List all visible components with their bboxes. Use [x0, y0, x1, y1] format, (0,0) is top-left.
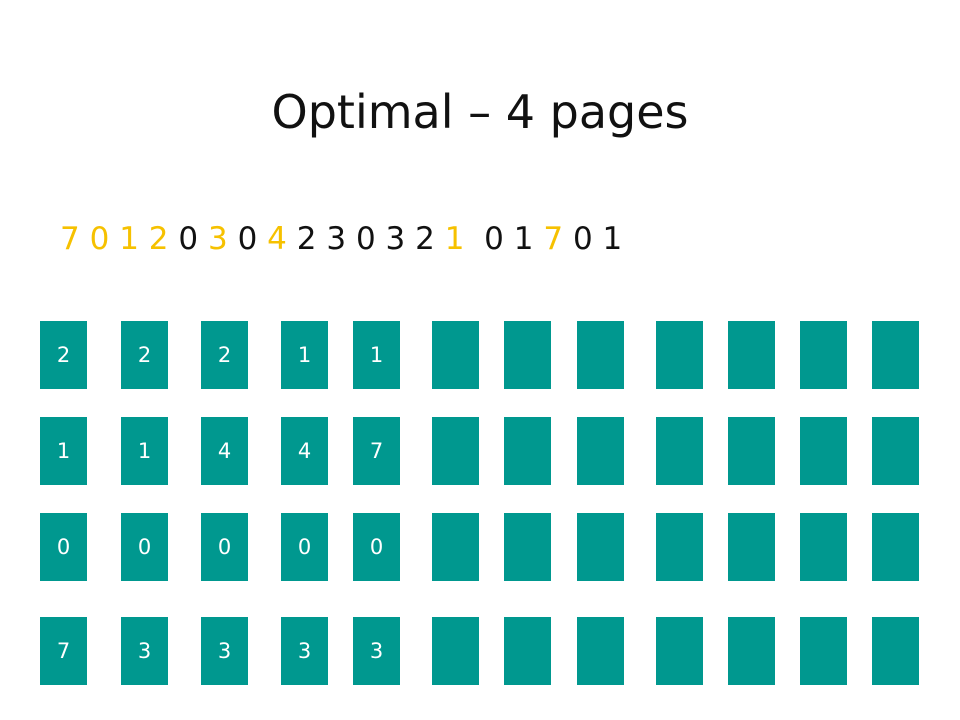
- memory-frame-cell: [800, 417, 847, 485]
- memory-frame-cell: [728, 513, 775, 581]
- memory-frame-cell: 7: [40, 617, 87, 685]
- memory-frame-cell: 7: [353, 417, 400, 485]
- memory-frame-cell: [432, 513, 479, 581]
- memory-frame-cell: 1: [353, 321, 400, 389]
- reference-page-fault: 7: [60, 221, 80, 257]
- memory-frame-cell: [577, 321, 624, 389]
- reference-page-fault: 2: [148, 221, 169, 257]
- memory-frame-cell: 0: [40, 513, 87, 581]
- memory-frame-cell: 2: [121, 321, 168, 389]
- memory-frame-cell: [872, 617, 919, 685]
- reference-page-fault: 1: [119, 221, 139, 257]
- memory-frame-cell: [656, 321, 703, 389]
- memory-frame-cell: [872, 417, 919, 485]
- memory-frame-cell: [504, 417, 551, 485]
- reference-page: 0: [178, 221, 199, 257]
- memory-frame-cell: 3: [353, 617, 400, 685]
- reference-page: 0: [237, 221, 258, 257]
- memory-frame-cell: [432, 617, 479, 685]
- memory-frame-cell: 3: [201, 617, 248, 685]
- memory-frame-cell: 0: [281, 513, 328, 581]
- memory-frame-cell: [656, 513, 703, 581]
- memory-frame-cell: 2: [40, 321, 87, 389]
- reference-page: 1: [602, 221, 623, 257]
- memory-frame-cell: [432, 417, 479, 485]
- memory-frame-cell: [656, 417, 703, 485]
- memory-frame-cell: [728, 417, 775, 485]
- memory-frame-cell: [872, 513, 919, 581]
- reference-page-fault: 7: [543, 221, 564, 257]
- memory-frame-cell: [800, 513, 847, 581]
- memory-frame-cell: [800, 321, 847, 389]
- memory-frame-cell: [728, 321, 775, 389]
- reference-page-fault: 4: [267, 221, 287, 257]
- memory-frame-cell: [504, 321, 551, 389]
- reference-page: 3: [385, 221, 406, 257]
- reference-page-fault: 1: [444, 221, 465, 257]
- memory-frame-cell: [577, 617, 624, 685]
- memory-frame-cell: 1: [281, 321, 328, 389]
- memory-frame-cell: 3: [121, 617, 168, 685]
- slide-title: Optimal – 4 pages: [271, 85, 689, 139]
- memory-frame-cell: 1: [121, 417, 168, 485]
- memory-frame-cell: [432, 321, 479, 389]
- reference-page-fault: 0: [89, 221, 110, 257]
- memory-frame-cell: [504, 513, 551, 581]
- reference-page: 0: [484, 221, 504, 257]
- memory-frame-cell: 4: [201, 417, 248, 485]
- memory-frame-cell: 3: [281, 617, 328, 685]
- memory-frame-cell: 0: [201, 513, 248, 581]
- reference-page-fault: 3: [207, 221, 228, 257]
- reference-page: 3: [326, 221, 347, 257]
- memory-frame-cell: [656, 617, 703, 685]
- memory-frame-cell: 4: [281, 417, 328, 485]
- memory-frame-cell: 1: [40, 417, 87, 485]
- memory-frame-cell: [577, 513, 624, 581]
- reference-string: 7 0 1 2 0 3 0 4 2 3 0 3 2 1 0 1 7 0 1: [60, 217, 622, 261]
- reference-page: 2: [296, 221, 317, 257]
- memory-frame-cell: [728, 617, 775, 685]
- reference-page: 2: [415, 221, 435, 257]
- memory-frame-cell: [800, 617, 847, 685]
- reference-page: 0: [572, 221, 593, 257]
- memory-frame-cell: [504, 617, 551, 685]
- reference-page: 1: [513, 221, 534, 257]
- memory-frame-cell: 2: [201, 321, 248, 389]
- memory-frame-cell: 0: [353, 513, 400, 581]
- memory-frame-cell: 0: [121, 513, 168, 581]
- memory-frame-cell: [577, 417, 624, 485]
- reference-page: 0: [355, 221, 376, 257]
- memory-frame-cell: [872, 321, 919, 389]
